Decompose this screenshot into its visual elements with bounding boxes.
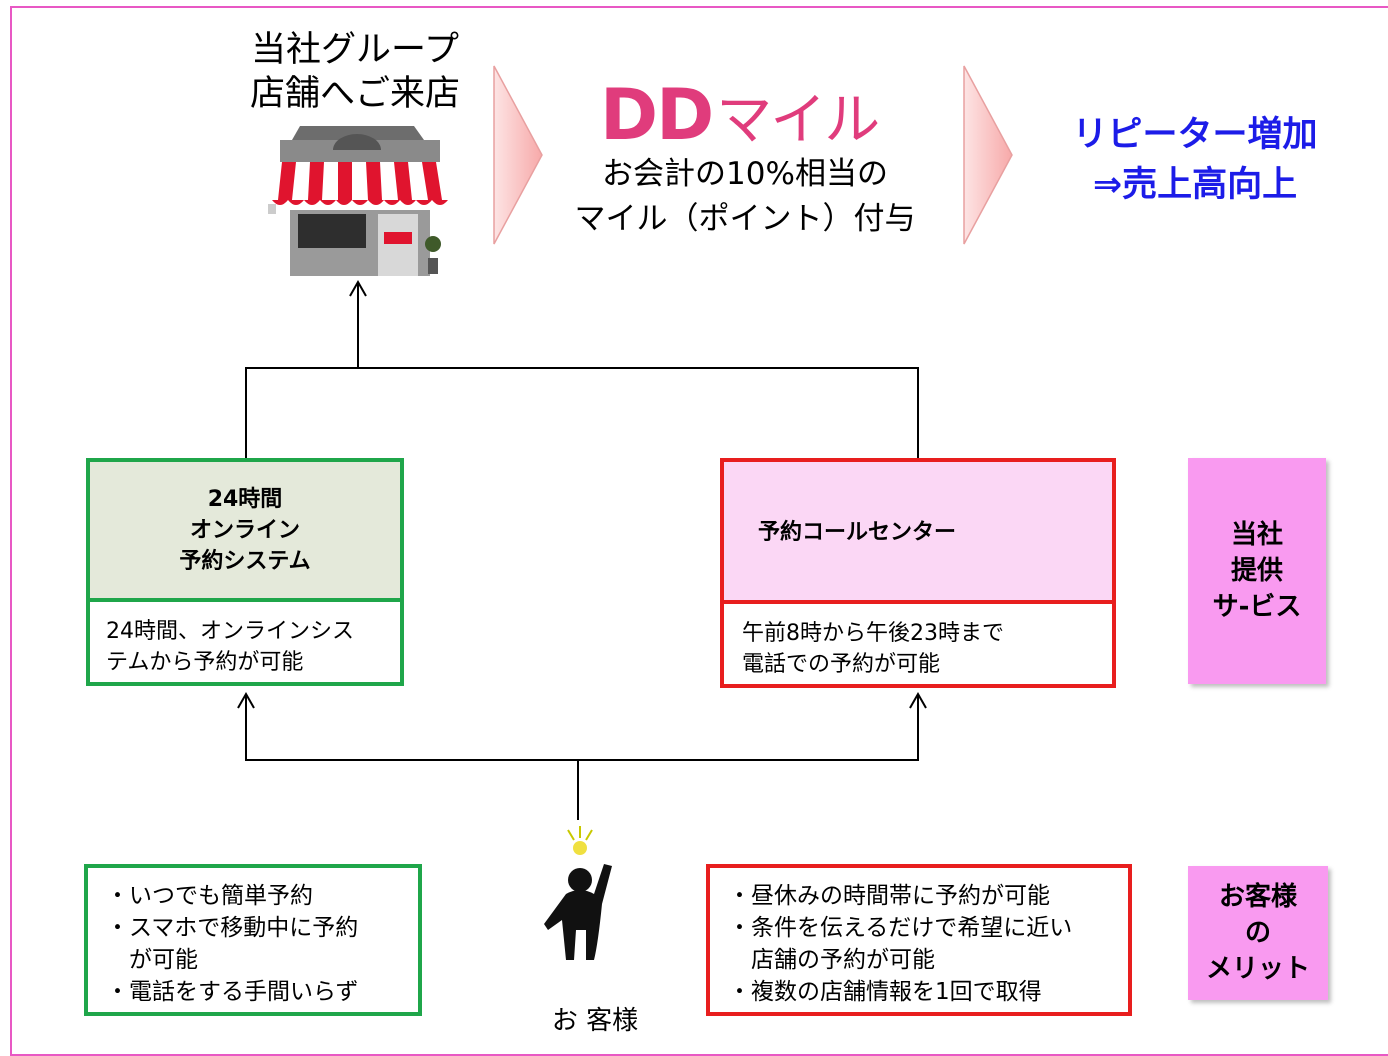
result-text: リピーター増加 ⇒売上高向上 (1072, 115, 1318, 205)
mile-description: お会計の10%相当の マイル（ポイント）付与 (574, 156, 916, 237)
dd-mile-logo-latin: DD (600, 74, 714, 156)
lower-connector (245, 696, 919, 761)
chevron-arrow-2 (963, 65, 1013, 245)
storefront-icon (268, 126, 448, 276)
call-center-merit-box: ・昼休みの時間帯に予約が可能 ・条件を伝えるだけで希望に近い 店舗の予約が可能 … (706, 864, 1132, 1016)
customer-silhouette-icon (544, 826, 612, 960)
online-reservation-title: 24時間 オンライン 予約システム (179, 486, 311, 574)
store-visit-title: 当社グループ 店舗へご来店 (249, 30, 460, 114)
call-center-title: 予約コールセンター (758, 520, 957, 545)
online-merit-box: ・いつでも簡単予約 ・スマホで移動中に予約 が可能 ・電話をする手間いらず (84, 864, 422, 1016)
chevron-arrow-1 (493, 65, 543, 245)
dd-mile-logo: DDマイル (600, 74, 880, 156)
merit-tag-label: お客様 の メリット (1205, 882, 1310, 984)
customer-label: お 客様 (551, 1006, 639, 1036)
service-tag-label: 当社 提供 サ-ビス (1212, 520, 1302, 622)
merit-tag: お客様 の メリット (1188, 866, 1328, 1000)
call-center-box: 予約コールセンター (720, 458, 1116, 604)
dd-mile-logo-kana: マイル (716, 88, 880, 153)
online-reservation-desc: 24時間、オンラインシス テムから予約が可能 (86, 598, 404, 686)
online-reservation-box: 24時間 オンライン 予約システム (86, 458, 404, 602)
call-center-desc: 午前8時から午後23時まで 電話での予約が可能 (720, 600, 1116, 688)
service-tag: 当社 提供 サ-ビス (1188, 458, 1326, 684)
upper-connector (245, 367, 919, 458)
